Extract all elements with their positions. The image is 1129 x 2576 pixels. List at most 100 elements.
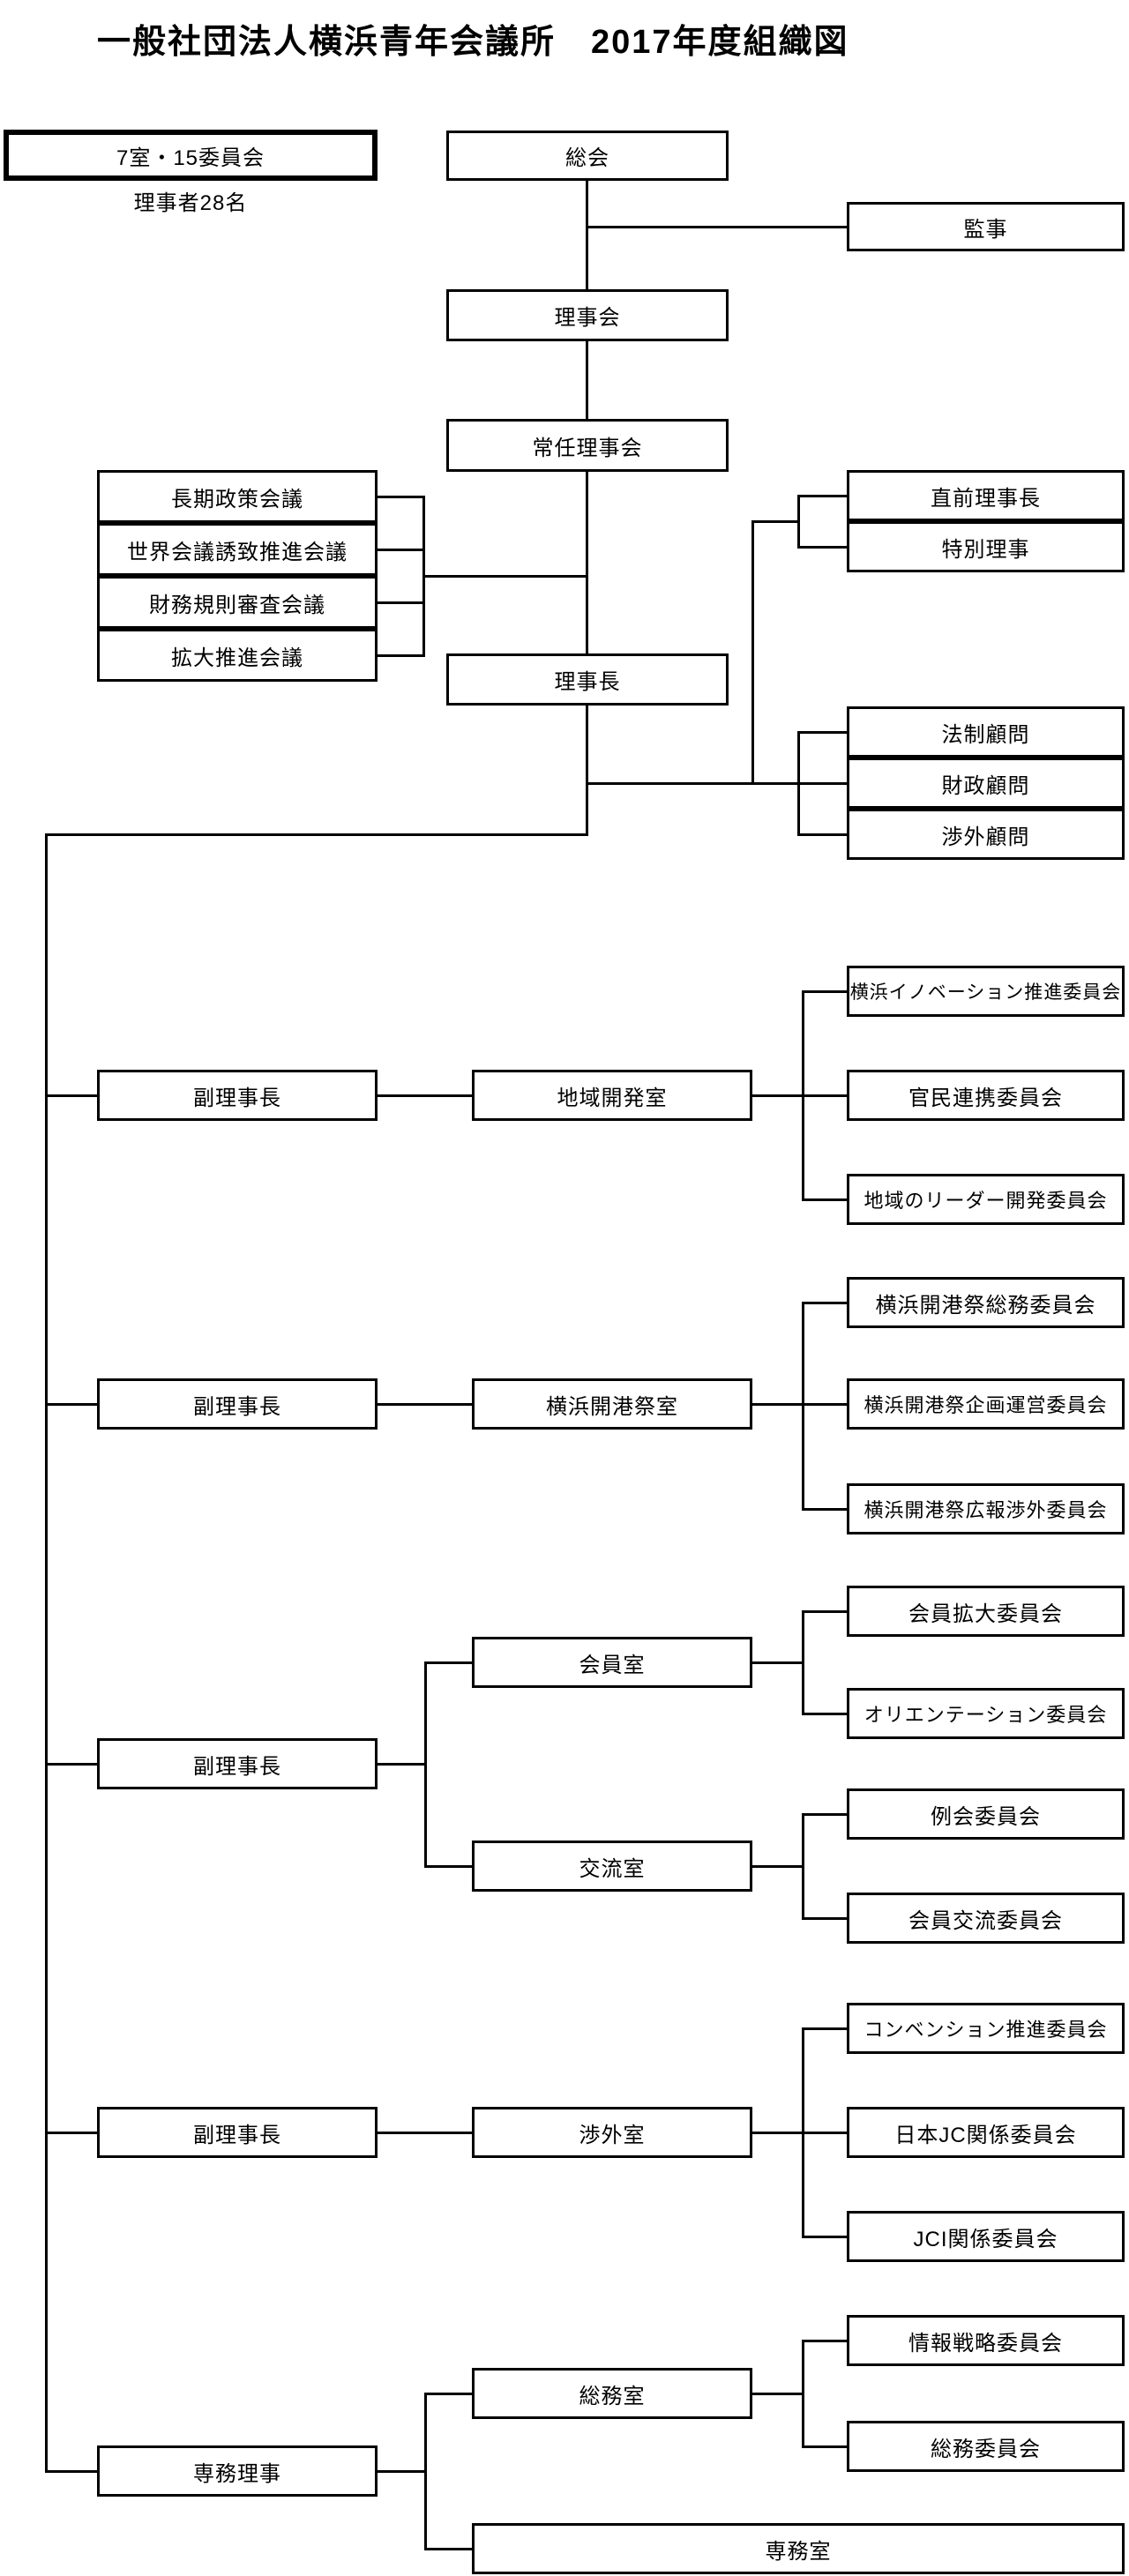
org-box-finance-rules: 財務規則審査会議 — [97, 576, 378, 629]
org-box-chairman: 理事長 — [446, 653, 729, 706]
connector-line — [423, 2392, 474, 2395]
org-box-label: 特別理事 — [941, 537, 1030, 562]
org-box-label: 日本JC関係委員会 — [894, 2123, 1077, 2147]
connector-line — [751, 1094, 849, 1097]
org-box-label: 財政顧問 — [941, 773, 1030, 798]
org-box-membership-office: 会員室 — [472, 1637, 752, 1688]
connector-line — [751, 519, 754, 785]
connector-line — [585, 225, 849, 228]
org-box-port-festival-office: 横浜開港祭室 — [472, 1378, 752, 1430]
connector-line — [801, 2027, 849, 2030]
connector-line — [796, 730, 849, 734]
org-box-label: 直前理事長 — [931, 486, 1041, 511]
org-box-innovation-committee: 横浜イノベーション推進委員会 — [847, 966, 1125, 1017]
connector-line — [44, 833, 588, 836]
org-box-special-director: 特別理事 — [847, 521, 1125, 572]
page-title: 一般社団法人横浜青年会議所 2017年度組織図 — [97, 24, 849, 61]
org-box-label: 理事会 — [554, 306, 621, 330]
org-box-label: 横浜イノベーション推進委員会 — [849, 982, 1122, 1003]
org-box-label: 7室・15委員会 — [116, 146, 265, 170]
org-box-label: 横浜開港祭広報渉外委員会 — [864, 1499, 1108, 1521]
org-box-label: 地域のリーダー開発委員会 — [864, 1190, 1108, 1212]
connector-line — [585, 781, 849, 785]
connector-line — [751, 1402, 849, 1406]
connector-line — [796, 730, 800, 836]
org-box-label: 総会 — [565, 146, 609, 170]
legend-note: 理事者28名 — [133, 191, 248, 215]
connector-line — [801, 989, 849, 993]
org-box-longterm-policy: 長期政策会議 — [97, 470, 378, 523]
connector-line — [44, 1094, 99, 1097]
org-box-port-pr: 横浜開港祭広報渉外委員会 — [847, 1483, 1125, 1534]
org-box-label: 会員室 — [579, 1653, 646, 1677]
connector-line — [801, 989, 804, 1201]
org-box-label: 官民連携委員会 — [908, 1086, 1063, 1110]
connector-line — [376, 1094, 474, 1097]
org-box-vice-chair-1: 副理事長 — [97, 1070, 378, 1121]
connector-line — [751, 519, 800, 523]
org-box-legend-box: 7室・15委員会 — [4, 130, 378, 181]
connector-line — [801, 2339, 849, 2342]
org-box-label: 副理事長 — [193, 1086, 281, 1110]
org-box-external-advisor: 渉外顧問 — [847, 809, 1125, 860]
org-box-expansion-promotion: 拡大推進会議 — [97, 629, 378, 682]
org-box-label: 法制顧問 — [941, 722, 1030, 747]
org-box-member-expansion: 会員拡大委員会 — [847, 1586, 1125, 1637]
connector-line — [376, 1762, 427, 1766]
org-box-regular-meeting: 例会委員会 — [847, 1788, 1125, 1840]
connector-line — [801, 2445, 849, 2448]
org-box-vice-chair-3: 副理事長 — [97, 1738, 378, 1789]
org-box-orientation-committee: オリエンテーション委員会 — [847, 1688, 1125, 1739]
connector-line — [796, 494, 849, 497]
org-box-label: 横浜開港祭企画運営委員会 — [864, 1394, 1108, 1416]
connector-line — [423, 2547, 474, 2550]
connector-line — [751, 2131, 849, 2134]
connector-line — [376, 601, 425, 604]
connector-line — [44, 1402, 99, 1406]
connector-line — [801, 1812, 849, 1816]
org-box-jci: JCI関係委員会 — [847, 2211, 1125, 2262]
org-box-public-private: 官民連携委員会 — [847, 1070, 1125, 1121]
org-box-label: 横浜開港祭総務委員会 — [875, 1293, 1096, 1318]
org-box-label: オリエンテーション委員会 — [864, 1704, 1108, 1726]
org-box-vice-chair-4: 副理事長 — [97, 2107, 378, 2158]
org-box-member-exchange: 会員交流委員会 — [847, 1893, 1125, 1944]
org-box-immediate-past-chair: 直前理事長 — [847, 470, 1125, 521]
connector-line — [376, 548, 425, 551]
connector-line — [585, 179, 588, 291]
connector-line — [801, 1609, 804, 1715]
connector-line — [376, 2469, 427, 2473]
connector-line — [751, 1864, 804, 1868]
org-box-regional-leader: 地域のリーダー開発委員会 — [847, 1174, 1125, 1225]
connector-line — [376, 1402, 474, 1406]
org-box-world-conference: 世界会議誘致推進会議 — [97, 523, 378, 576]
org-box-label: 長期政策会議 — [171, 487, 303, 511]
org-box-japan-jc: 日本JC関係委員会 — [847, 2107, 1125, 2158]
org-box-label: 情報戦略委員会 — [908, 2331, 1063, 2356]
org-box-label: 地域開発室 — [557, 1086, 668, 1110]
connector-line — [796, 545, 849, 549]
org-box-label: 常任理事会 — [532, 436, 643, 460]
connector-line — [423, 1661, 427, 1868]
org-box-executive-director: 専務理事 — [97, 2445, 378, 2497]
connector-line — [751, 2392, 804, 2395]
org-box-general-assembly: 総会 — [446, 131, 729, 181]
org-box-general-affairs-office: 総務室 — [472, 2368, 752, 2419]
org-box-label: JCI関係委員会 — [913, 2227, 1058, 2251]
org-box-label: 世界会議誘致推進会議 — [127, 540, 348, 564]
org-box-port-general-affairs: 横浜開港祭総務委員会 — [847, 1277, 1125, 1328]
org-box-legal-advisor: 法制顧問 — [847, 706, 1125, 758]
org-box-finance-advisor: 財政顧問 — [847, 758, 1125, 809]
connector-line — [44, 833, 48, 2473]
org-box-label: 交流室 — [579, 1856, 646, 1881]
org-box-general-affairs-cmte: 総務委員会 — [847, 2421, 1125, 2472]
org-box-exchange-office: 交流室 — [472, 1841, 752, 1892]
org-box-label: 理事長 — [554, 670, 621, 694]
connector-line — [585, 340, 588, 421]
connector-line — [376, 653, 425, 657]
connector-line — [423, 2392, 427, 2550]
connector-line — [423, 1661, 474, 1664]
connector-line — [801, 1712, 849, 1715]
org-box-vice-chair-2: 副理事長 — [97, 1378, 378, 1430]
connector-line — [44, 2469, 99, 2473]
